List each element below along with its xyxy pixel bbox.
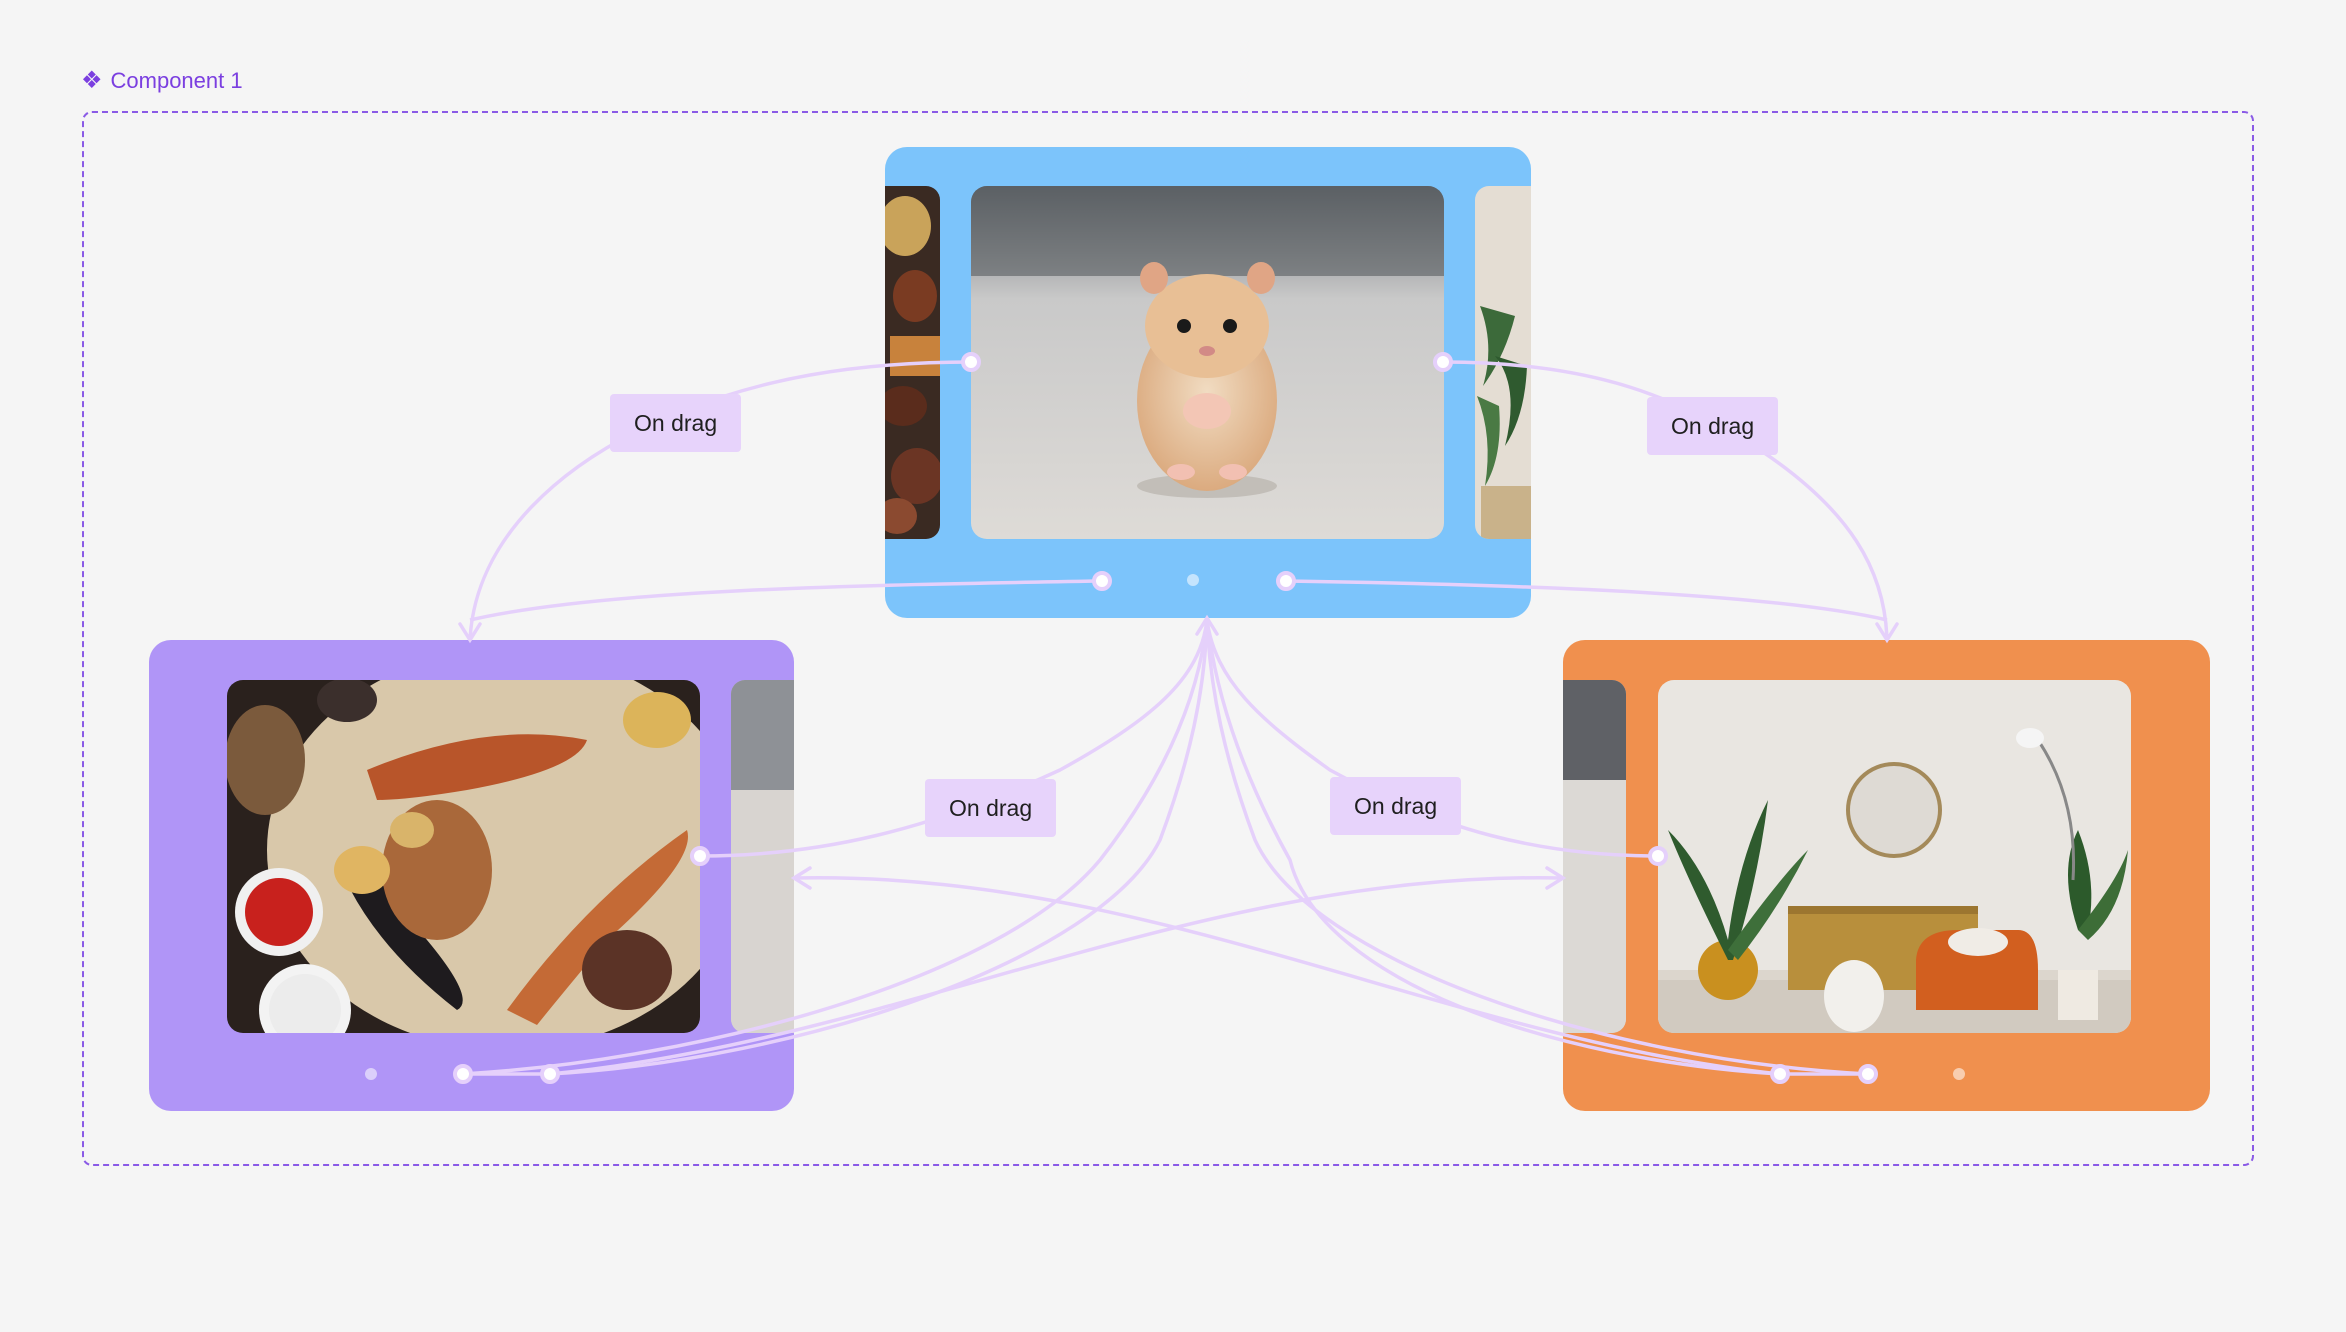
pagination-dot: [365, 1068, 377, 1080]
connection-handle[interactable]: [690, 846, 710, 866]
variant-blue[interactable]: [885, 147, 1531, 618]
peek-image-counter: [731, 680, 794, 1033]
variant-orange[interactable]: [1563, 640, 2210, 1111]
connection-handle[interactable]: [1092, 571, 1112, 591]
trigger-label-on-drag[interactable]: On drag: [1330, 777, 1462, 835]
connection-handle[interactable]: [1648, 846, 1668, 866]
connection-handle[interactable]: [453, 1064, 473, 1084]
component-diamond-icon: ❖: [81, 67, 103, 94]
hamster-photo: [971, 186, 1444, 539]
connection-handle[interactable]: [540, 1064, 560, 1084]
connection-handle[interactable]: [1433, 352, 1453, 372]
peek-image-food: [885, 186, 940, 539]
kebab-platter-photo: [227, 680, 700, 1033]
trigger-label-on-drag[interactable]: On drag: [925, 779, 1057, 837]
connection-handle[interactable]: [1770, 1064, 1790, 1084]
peek-image-counter: [1563, 680, 1626, 1033]
connection-handle[interactable]: [1276, 571, 1296, 591]
trigger-label-on-drag[interactable]: On drag: [610, 394, 742, 452]
connection-handle[interactable]: [961, 352, 981, 372]
component-frame: [82, 111, 2254, 1166]
component-name: Component 1: [110, 68, 243, 93]
variant-purple[interactable]: [149, 640, 794, 1111]
pagination-dot: [1953, 1068, 1965, 1080]
connection-handle[interactable]: [1858, 1064, 1878, 1084]
trigger-label-on-drag[interactable]: On drag: [1647, 397, 1779, 455]
living-room-photo: [1658, 680, 2131, 1033]
peek-image-plant: [1475, 186, 1531, 539]
component-label[interactable]: ❖ Component 1: [81, 68, 243, 94]
pagination-dot: [1187, 574, 1199, 586]
